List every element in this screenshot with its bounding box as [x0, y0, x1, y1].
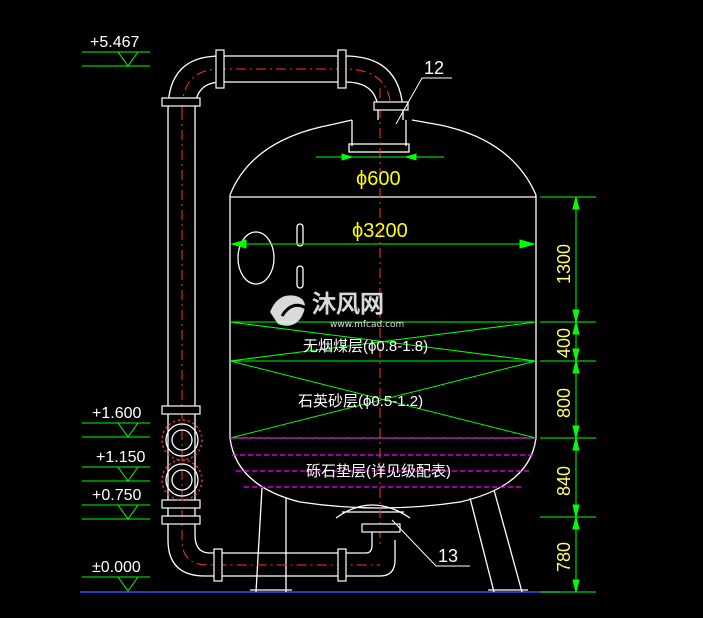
diameter-dim-lines	[230, 153, 536, 249]
pipe-flanges	[161, 49, 409, 582]
dim-800: 800	[554, 388, 574, 418]
tank-body	[229, 119, 537, 509]
vertical-dim-chain	[540, 196, 596, 593]
valve-bolts	[161, 419, 203, 501]
watermark-url: www.mfcad.com	[330, 320, 404, 330]
dim-780: 780	[554, 542, 574, 572]
callout-leaders	[391, 77, 470, 567]
manhole	[237, 231, 275, 285]
layer-label-gravel: 砾石垫层(详见级配表)	[306, 463, 451, 480]
layer-label-anthracite: 无烟煤层(ϕ0.8-1.8)	[303, 338, 428, 355]
layer-label-quartz-sand: 石英砂层(ϕ0.5-1.2)	[298, 392, 423, 410]
elevation-label-1150: +1.150	[96, 449, 145, 466]
bottom-nozzle	[335, 504, 411, 519]
watermark-text: 沐风网	[312, 290, 384, 318]
dim-840: 840	[554, 466, 574, 496]
valves	[165, 423, 199, 497]
dim-400: 400	[554, 328, 574, 358]
gravel-layer-lines	[230, 437, 536, 488]
elevation-markers	[82, 51, 150, 592]
callout-12: 12	[424, 58, 444, 78]
watermark-logo-icon	[270, 295, 307, 326]
elevation-label-1600: +1.600	[92, 405, 141, 422]
elevation-label-0000: ±0.000	[92, 559, 141, 576]
pipe-centerline	[181, 68, 392, 566]
dim-1300: 1300	[554, 244, 574, 284]
elevation-label-0750: +0.750	[92, 487, 141, 504]
elevation-label-5467: +5.467	[90, 34, 139, 51]
tank-diameter-label: ϕ3200	[352, 220, 408, 242]
watermark: 沐风网 www.mfcad.com	[270, 290, 404, 330]
callout-13: 13	[438, 546, 458, 566]
outlet-diameter-label: ϕ600	[356, 168, 401, 190]
sight-ports	[296, 223, 304, 289]
